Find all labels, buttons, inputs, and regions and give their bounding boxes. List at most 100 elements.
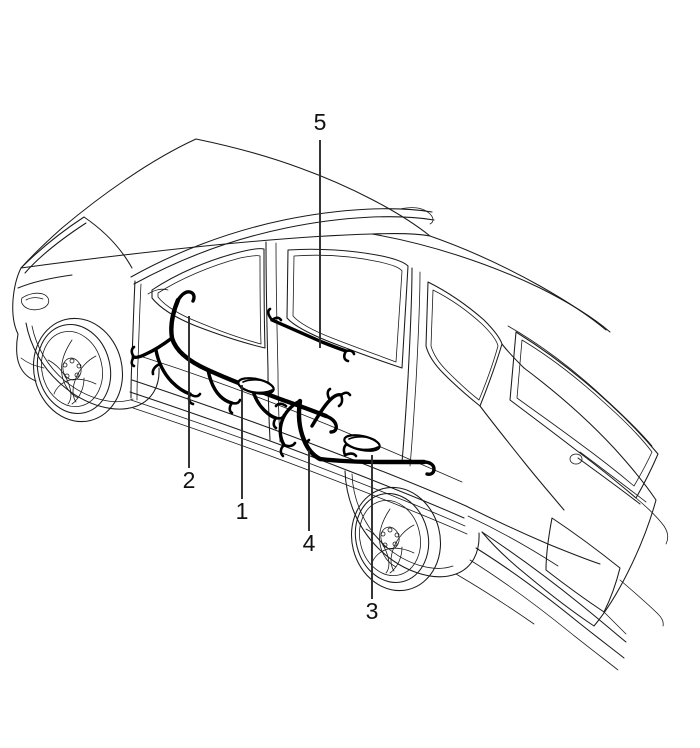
upper-wire-hook-right2	[344, 349, 356, 356]
rear-harness-lower-run	[317, 456, 427, 465]
rear-rim	[359, 500, 421, 576]
roof-rail-cap	[399, 207, 434, 225]
quarter-window-inner	[430, 289, 499, 401]
rear-harness-twig-l1	[274, 402, 288, 408]
roof-rail-left-inner	[133, 216, 435, 285]
callout-2-label: 2	[183, 467, 196, 493]
front-tire-inner	[36, 323, 112, 415]
upper-wire-hook-right	[342, 349, 350, 363]
rear-quarter-crease	[467, 515, 559, 567]
front-rim	[41, 331, 103, 407]
front-harness-twig-a2	[130, 355, 136, 368]
rear-tire-inner	[354, 492, 430, 584]
callouts-group: 5 2 1 4 3	[183, 109, 379, 624]
rear-bumper-edge	[469, 559, 619, 671]
front-door-window-inner	[157, 255, 262, 345]
c-pillar	[501, 343, 525, 369]
roof-rear-sweep	[429, 235, 607, 331]
front-harness-end-hook	[324, 414, 338, 434]
rear-wheel	[350, 486, 442, 592]
rocker-lower2	[132, 407, 468, 535]
front-lug-bolts	[62, 358, 82, 379]
front-wheel-arch-inner	[31, 325, 134, 403]
rear-quarter-panel	[479, 405, 565, 511]
rear-valance	[619, 579, 664, 627]
rear-window-inner	[516, 339, 653, 487]
rear-harness-twig-l2	[279, 443, 286, 458]
front-grommet-rib	[242, 379, 270, 384]
front-grommet-lip	[240, 387, 273, 394]
rear-wiper-blade	[579, 451, 647, 503]
windshield-upper	[20, 216, 85, 269]
rear-door-harness	[274, 387, 436, 476]
rear-harness-connector-tap	[305, 438, 311, 452]
callout-4-label: 4	[303, 530, 316, 556]
front-harness-branch-b	[154, 348, 192, 396]
rear-wheel-spokes	[365, 508, 415, 574]
upper-wire-hook-left	[266, 307, 274, 322]
front-harness-twig-b3	[188, 392, 202, 398]
rear-harness-twig-up3	[337, 393, 344, 408]
hood-crease	[17, 274, 73, 289]
front-harness-branch-a	[132, 336, 174, 360]
headlamp	[21, 292, 50, 311]
front-harness-twig-b1	[151, 362, 162, 376]
upper-wire-run	[270, 318, 348, 353]
front-door-window	[151, 248, 266, 349]
upper-wire-hook-left2	[270, 316, 283, 322]
rocker-upper	[131, 379, 467, 507]
rear-wiper-pivot	[569, 453, 583, 465]
body-side-crease	[139, 355, 463, 483]
rear-harness-twig-up1	[326, 387, 332, 402]
roof-rear-edge	[371, 233, 611, 333]
front-harness-twig-c2	[230, 398, 242, 405]
rear-grommet-rib	[348, 436, 376, 441]
front-door-mirror-base	[147, 288, 169, 295]
front-tire-outer	[32, 317, 124, 423]
rear-tire-outer	[350, 486, 442, 592]
rear-bumper-lower	[475, 547, 625, 659]
rear-door-window-inner	[292, 254, 403, 363]
tail-lamp	[635, 497, 669, 545]
rear-bumper-upper	[481, 531, 627, 643]
quarter-window	[425, 281, 503, 407]
front-fender-top	[83, 216, 133, 269]
rear-grommet-lip	[346, 444, 379, 451]
rear-window	[509, 331, 659, 499]
callout-1-label: 1	[236, 498, 249, 524]
front-door-speaker-grommet	[237, 377, 275, 395]
front-door-front-edge2	[136, 283, 142, 401]
rear-lug-bolts	[380, 527, 400, 548]
rear-door-speaker-grommet	[343, 434, 381, 452]
roof-rail-left-outer	[130, 208, 433, 278]
rear-spoiler	[507, 325, 653, 447]
vehicle-body	[12, 138, 669, 671]
b-pillar-outline	[265, 241, 271, 441]
rear-harness-twig-l3	[282, 441, 297, 448]
front-wheel-spokes	[47, 339, 97, 405]
headlamp-inner	[25, 297, 44, 301]
rocker-lower	[130, 399, 466, 527]
front-harness-hinge-hook	[176, 290, 196, 303]
rear-harness-branch-left	[278, 399, 302, 447]
callout-3-label: 3	[366, 598, 379, 624]
rear-door-window	[286, 248, 409, 369]
a-pillar-left	[24, 222, 87, 274]
rear-door-upper-wire	[266, 307, 356, 363]
hood-outline	[12, 267, 22, 335]
rear-reflector	[603, 611, 627, 635]
front-wheel	[32, 317, 124, 423]
callout-5-label: 5	[314, 109, 327, 135]
front-harness-branch-d	[250, 385, 278, 420]
front-harness-branch-c	[206, 368, 234, 405]
rear-harness-lower-twig2	[343, 452, 358, 458]
rear-wiper-arm	[577, 457, 641, 505]
rocker-rear-extension	[455, 573, 535, 625]
liftgate-panel	[481, 367, 657, 627]
front-bumper	[16, 333, 37, 382]
rear-door-rear-edge	[401, 267, 413, 463]
rear-door-rear-edge2	[409, 271, 421, 467]
